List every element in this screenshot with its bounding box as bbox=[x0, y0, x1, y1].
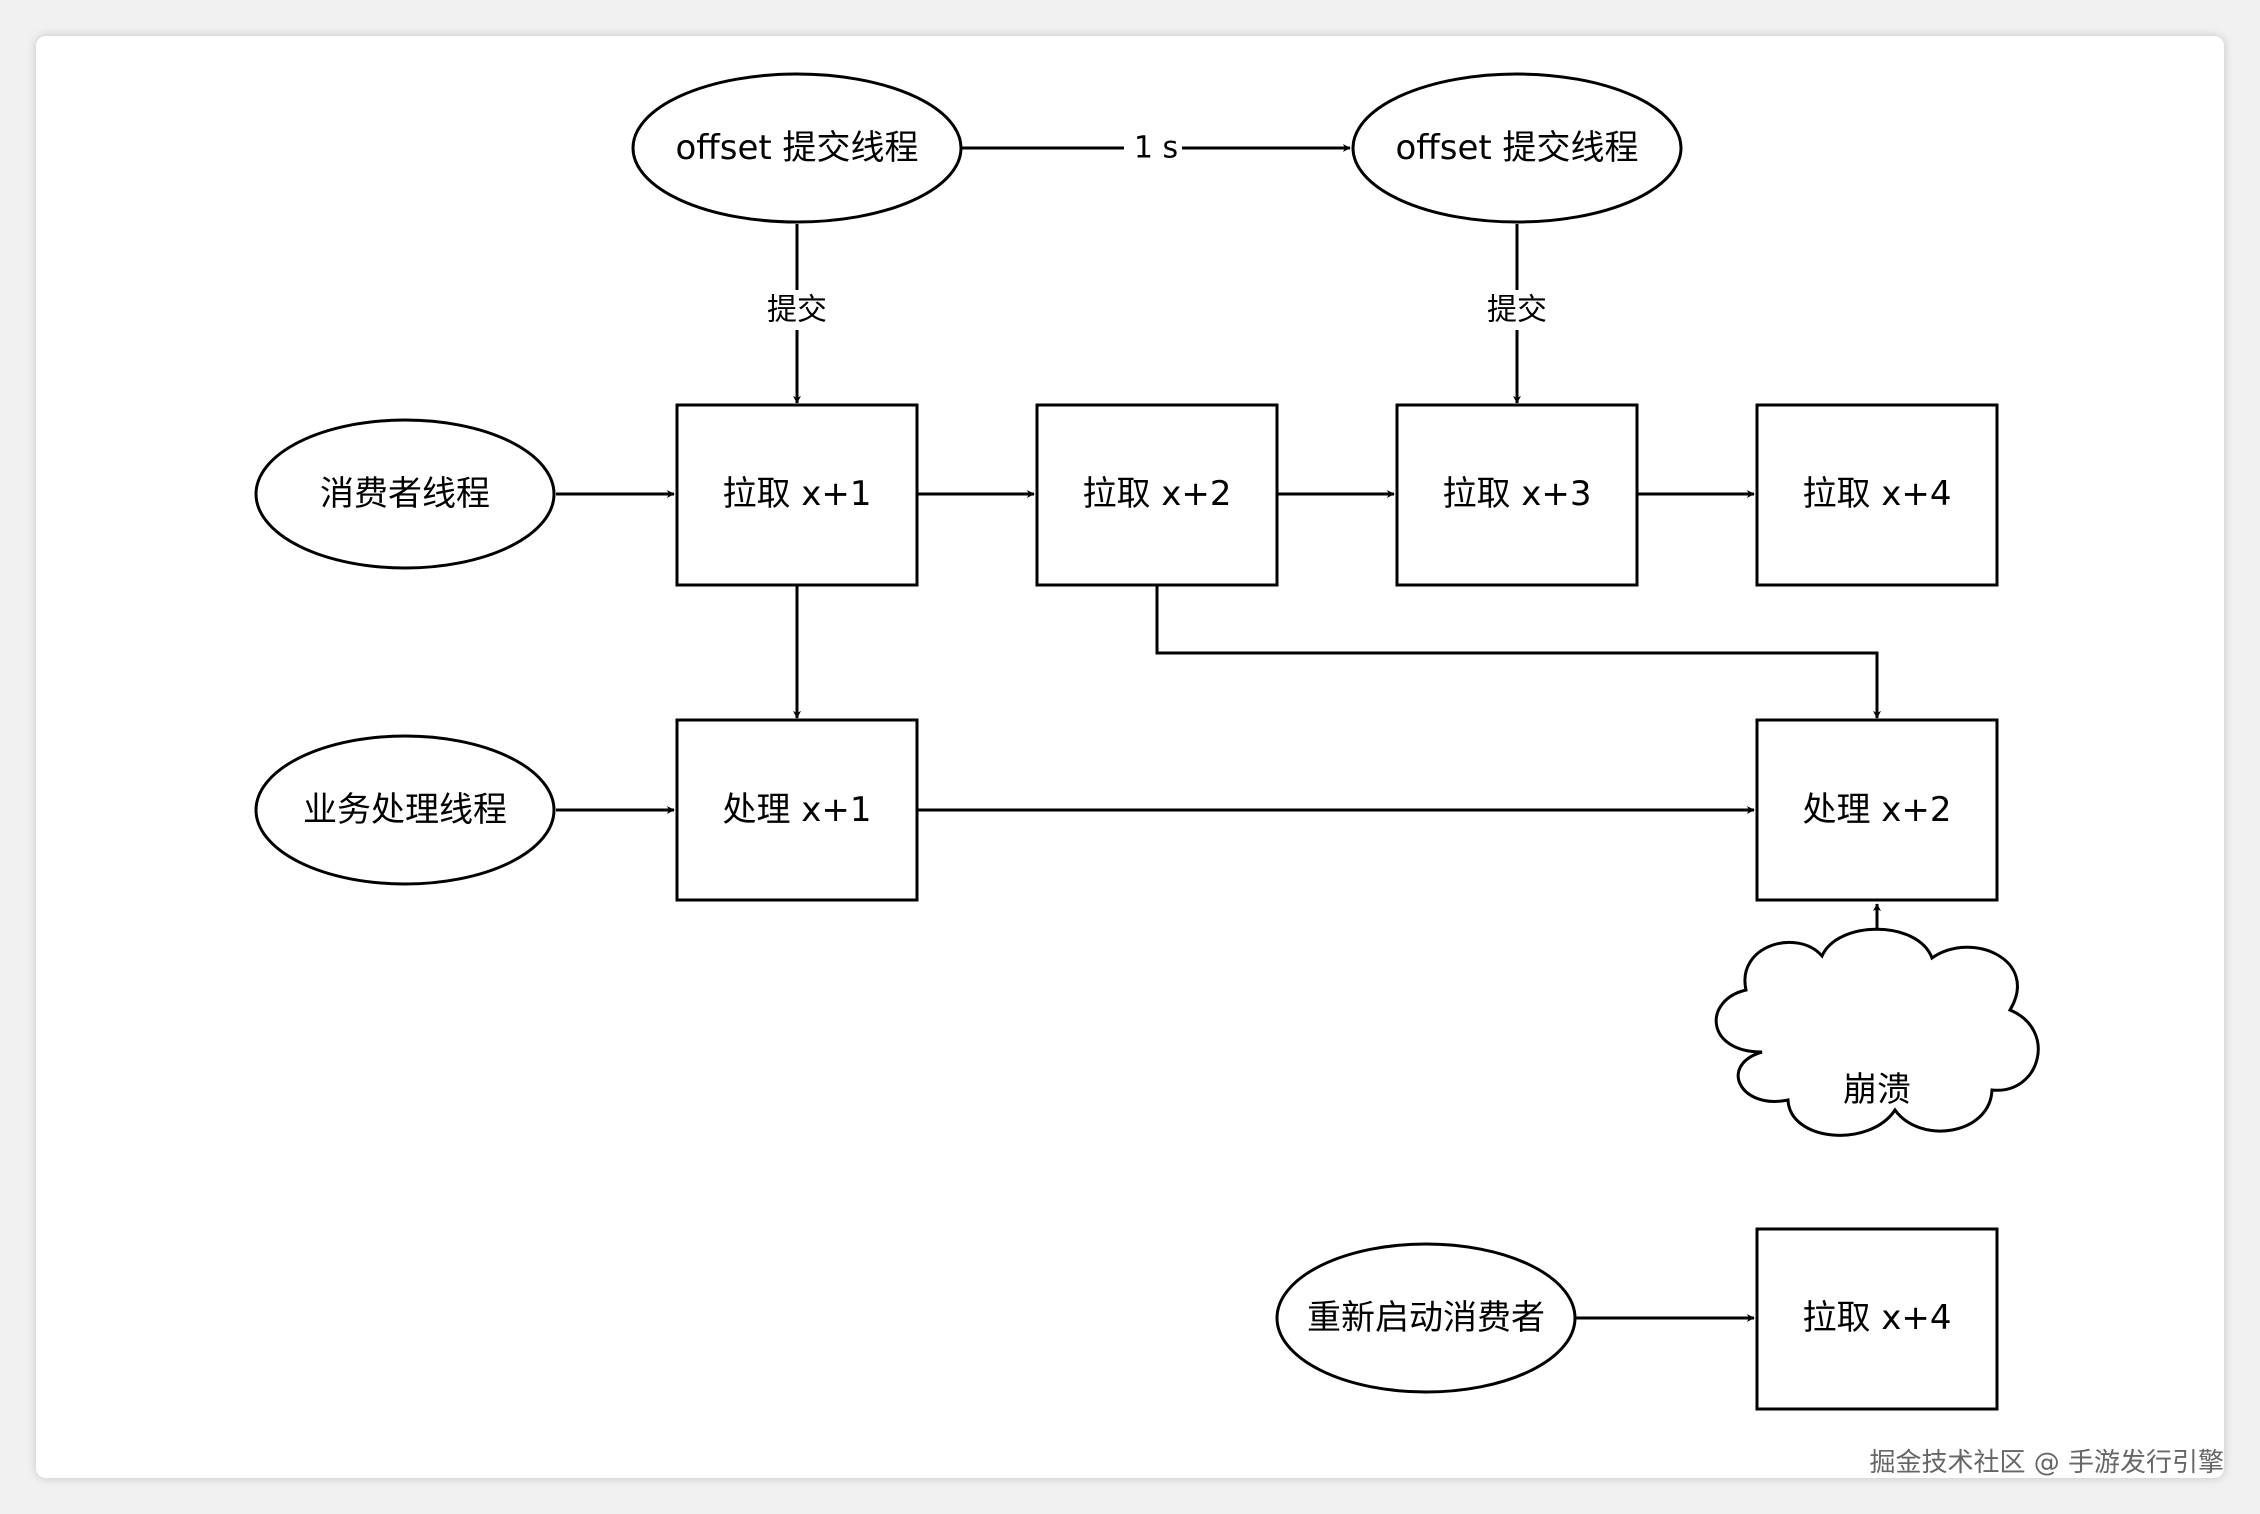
edge-label-bg bbox=[763, 290, 831, 330]
edge-label-commit-2: 提交 bbox=[1487, 293, 1547, 328]
node-process-x1-label: 处理 x+1 bbox=[722, 790, 871, 830]
node-fetch-x2: 拉取 x+2 bbox=[1035, 403, 1279, 587]
cloud-icon bbox=[1714, 927, 2040, 1137]
edge-label-interval: 1 s bbox=[1134, 131, 1178, 166]
node-fetch-x1-label: 拉取 x+1 bbox=[722, 474, 871, 514]
rect-nodes: 拉取 x+1 拉取 x+2 拉取 x+3 拉取 x+4 处理 x+1 处理 x+… bbox=[675, 403, 1999, 1411]
node-fetch-x3: 拉取 x+3 bbox=[1395, 403, 1639, 587]
node-fetch-x3-label: 拉取 x+3 bbox=[1442, 474, 1591, 514]
node-fetch-x2-label: 拉取 x+2 bbox=[1082, 474, 1231, 514]
node-process-x2-label: 处理 x+2 bbox=[1802, 790, 1951, 830]
edge-label-bg bbox=[1124, 128, 1182, 166]
edge-label-commit-1: 提交 bbox=[767, 293, 827, 328]
edge-labels: 1 s 提交 提交 bbox=[763, 128, 1551, 330]
node-fetch-x4-restart-label: 拉取 x+4 bbox=[1802, 1298, 1951, 1338]
node-restart-consumer: 重新启动消费者 bbox=[1275, 1242, 1577, 1394]
node-business-thread-label: 业务处理线程 bbox=[303, 790, 507, 830]
node-crash: 崩溃 bbox=[1714, 927, 2040, 1137]
edge-label-bg bbox=[1483, 290, 1551, 330]
node-business-thread: 业务处理线程 bbox=[254, 734, 556, 886]
node-offset-thread-1-label: offset 提交线程 bbox=[676, 128, 919, 168]
node-consumer-thread-label: 消费者线程 bbox=[320, 474, 490, 514]
edge-fetch-x2-process-x2 bbox=[1155, 585, 1881, 719]
ellipse-nodes: offset 提交线程 offset 提交线程 消费者线程 业务处理线程 重新启… bbox=[254, 72, 1683, 1394]
node-process-x1: 处理 x+1 bbox=[675, 718, 919, 902]
watermark: 掘金技术社区 @ 手游发行引擎 bbox=[1869, 1448, 2224, 1478]
node-process-x2: 处理 x+2 bbox=[1755, 718, 1999, 902]
node-offset-thread-1: offset 提交线程 bbox=[631, 72, 963, 224]
node-fetch-x4-label: 拉取 x+4 bbox=[1802, 474, 1951, 514]
node-restart-consumer-label: 重新启动消费者 bbox=[1307, 1298, 1545, 1338]
node-fetch-x1: 拉取 x+1 bbox=[675, 403, 919, 587]
node-crash-label: 崩溃 bbox=[1843, 1070, 1911, 1110]
node-offset-thread-2-label: offset 提交线程 bbox=[1396, 128, 1639, 168]
node-fetch-x4: 拉取 x+4 bbox=[1755, 403, 1999, 587]
node-consumer-thread: 消费者线程 bbox=[254, 418, 556, 570]
node-offset-thread-2: offset 提交线程 bbox=[1351, 72, 1683, 224]
node-fetch-x4-restart: 拉取 x+4 bbox=[1755, 1227, 1999, 1411]
